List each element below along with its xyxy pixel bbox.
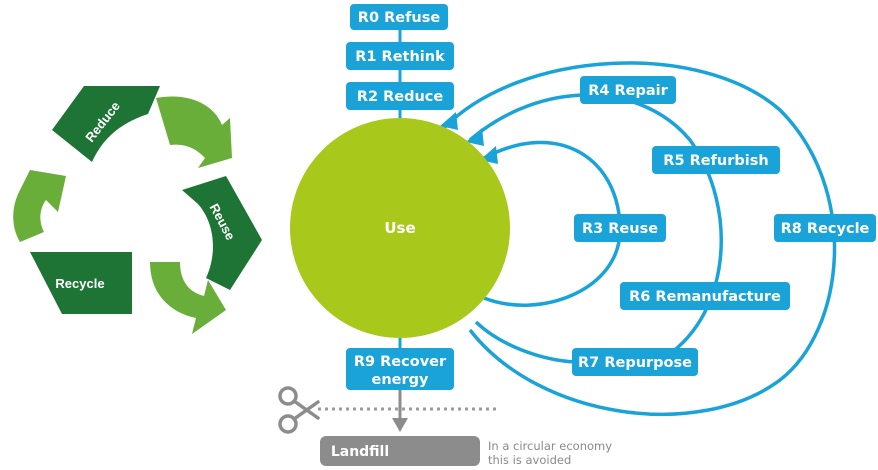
r5-box <box>652 146 780 174</box>
arrow-bottom <box>150 262 226 334</box>
arrowhead-r8 <box>440 112 458 130</box>
arrow-to-landfill-head <box>392 418 408 432</box>
band-reuse <box>182 176 262 290</box>
r1-box <box>346 42 454 70</box>
r8-box <box>774 214 876 242</box>
r4-label: R4 Repair <box>588 83 668 99</box>
band-recycle <box>30 252 132 314</box>
r3-box <box>574 214 666 242</box>
use-label: Use <box>384 219 415 237</box>
note-line1: In a circular economy <box>488 439 612 453</box>
loop-r4-r7-line <box>468 93 723 364</box>
r0-box <box>350 4 448 30</box>
r2-label: R2 Reduce <box>357 89 444 105</box>
landfill-box <box>320 436 480 466</box>
recycle-icon: Reduce Reuse Recycle <box>13 86 262 334</box>
r9-label-line2: energy <box>372 372 430 388</box>
use-circle <box>290 118 510 338</box>
r7-label: R7 Repurpose <box>578 355 692 371</box>
r-ladder-diagram: Use R0 Refuse R1 Rethink R2 Reduce R4 Re… <box>278 4 876 467</box>
loop-r8-line <box>442 61 837 416</box>
r4-box <box>580 76 676 104</box>
arrowhead-r4 <box>466 128 484 146</box>
r9-box <box>346 348 454 390</box>
note-line2: this is avoided <box>488 453 571 467</box>
logo-label-recycle: Recycle <box>55 276 104 291</box>
r7-box <box>572 348 698 376</box>
r0-label: R0 Refuse <box>358 10 441 26</box>
r2-box <box>346 82 454 110</box>
landfill-label: Landfill <box>331 444 389 460</box>
scissors-icon <box>278 386 320 434</box>
band-reduce <box>52 86 160 162</box>
arrow-top-right <box>156 96 232 168</box>
r1-label: R1 Rethink <box>355 49 445 65</box>
r9-label-line1: R9 Recover <box>354 354 447 370</box>
r6-box <box>620 282 790 310</box>
arrow-left <box>13 170 66 242</box>
r3-label: R3 Reuse <box>582 221 658 237</box>
r8-label: R8 Recycle <box>781 221 870 237</box>
r5-label: R5 Refurbish <box>663 153 768 169</box>
r6-label: R6 Remanufacture <box>629 289 781 305</box>
